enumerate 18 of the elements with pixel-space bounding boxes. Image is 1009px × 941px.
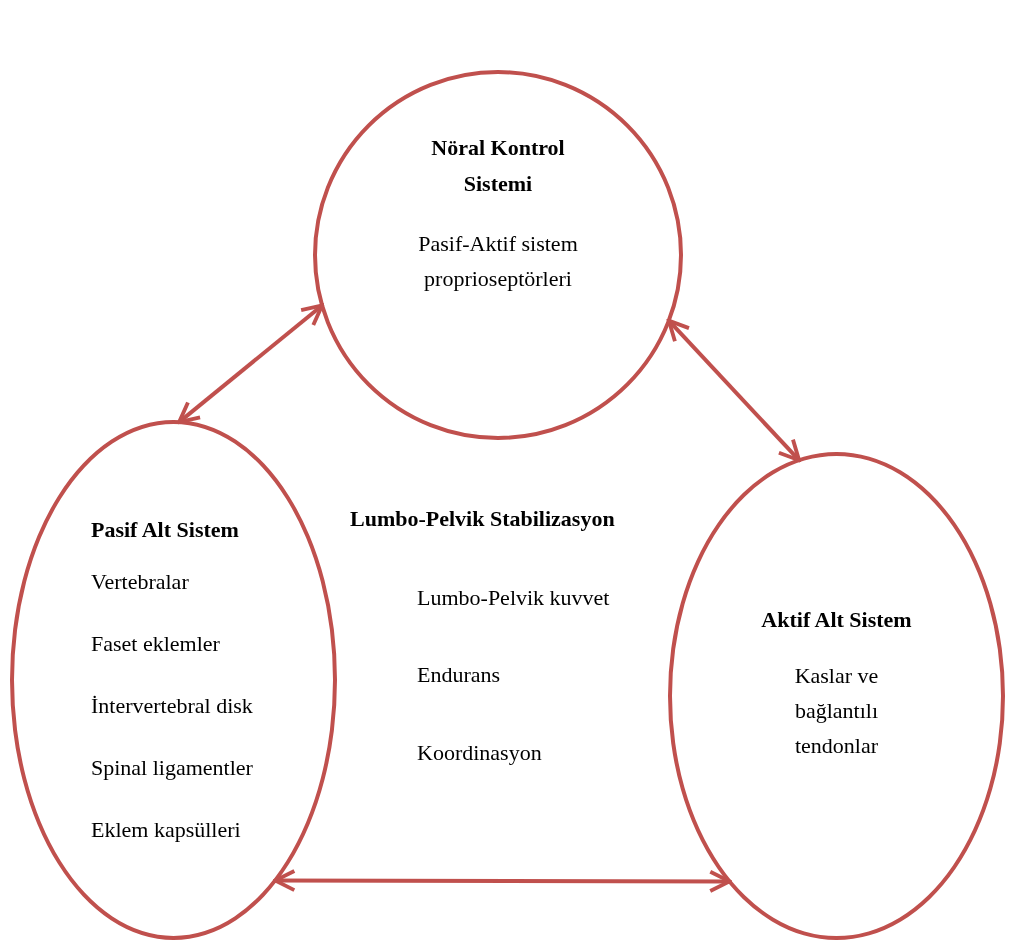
system-item: Kaslar ve bağlantılı tendonlar [793,662,880,760]
system-item: Pasif-Aktif sistem proprioseptörleri [417,230,579,293]
system-item: Vertebralar [91,568,189,596]
system-heading: Aktif Alt Sistem [761,606,912,634]
center-item: Endurans [417,662,501,688]
system-item: Faset eklemler [91,630,220,658]
system-heading: Nöral Kontrol Sistemi [430,134,566,198]
system-item: Eklem kapsülleri [91,816,241,844]
center-heading: Lumbo-Pelvik Stabilizasyon [350,506,615,532]
double-arrow [666,318,801,463]
system-ellipse [10,420,337,940]
center-item: Koordinasyon [417,740,542,766]
system-ellipse [668,452,1005,940]
system-ellipse [313,70,683,440]
system-item: Spinal ligamentler [91,754,253,782]
center-item: Lumbo-Pelvik kuvvet [417,585,610,611]
system-item: İntervertebral disk [91,692,253,720]
system-heading: Pasif Alt Sistem [91,516,239,544]
